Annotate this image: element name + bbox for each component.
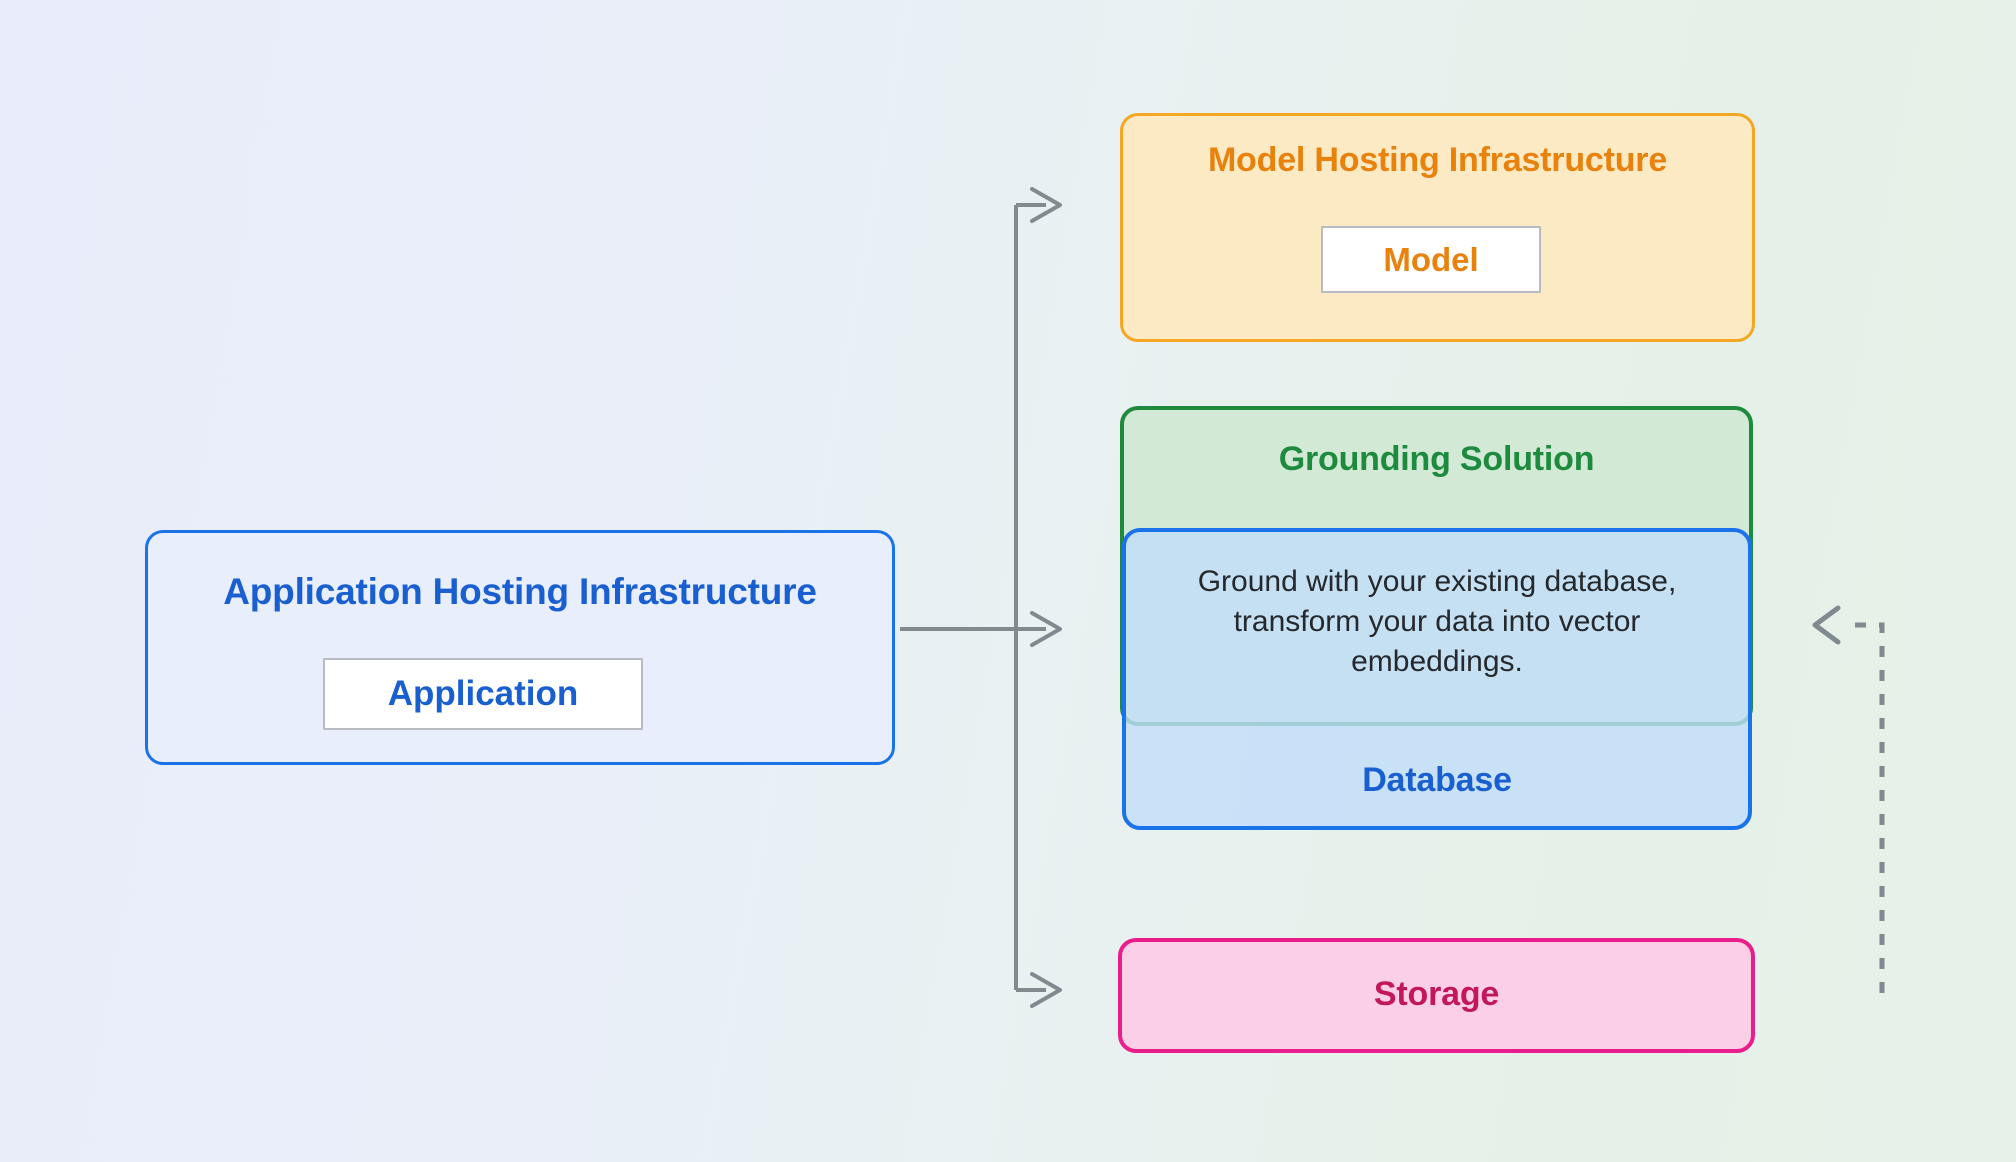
solid-connectors [900, 203, 1046, 992]
dashed-arrowhead-group [1812, 605, 1841, 645]
database-description: Ground with your existing database, tran… [1197, 565, 1677, 678]
model-node[interactable]: Model [1321, 226, 1541, 293]
storage-box[interactable]: Storage [1118, 938, 1755, 1053]
grounding-solution-title: Grounding Solution [1278, 440, 1595, 478]
arrowhead-model [1030, 187, 1062, 223]
application-hosting-infrastructure-box[interactable]: Application Hosting Infrastructure Appli… [145, 530, 895, 765]
arrowhead-grounding [1030, 611, 1062, 647]
solid-arrowheads [1030, 187, 1062, 1008]
model-hosting-infrastructure-box[interactable]: Model Hosting Infrastructure Model [1120, 113, 1755, 342]
application-hosting-title: Application Hosting Infrastructure [223, 571, 817, 612]
dashed-connector-storage-to-database [1843, 622, 1885, 993]
dashed-path [1843, 622, 1885, 993]
database-title: Database [1362, 761, 1512, 799]
arrowhead-storage [1030, 972, 1062, 1008]
model-hosting-title: Model Hosting Infrastructure [1207, 141, 1668, 179]
database-box[interactable]: Ground with your existing database, tran… [1122, 528, 1752, 830]
application-node[interactable]: Application [323, 658, 643, 730]
arrowhead-database-feedback [1812, 605, 1841, 645]
storage-title: Storage [1373, 975, 1500, 1013]
